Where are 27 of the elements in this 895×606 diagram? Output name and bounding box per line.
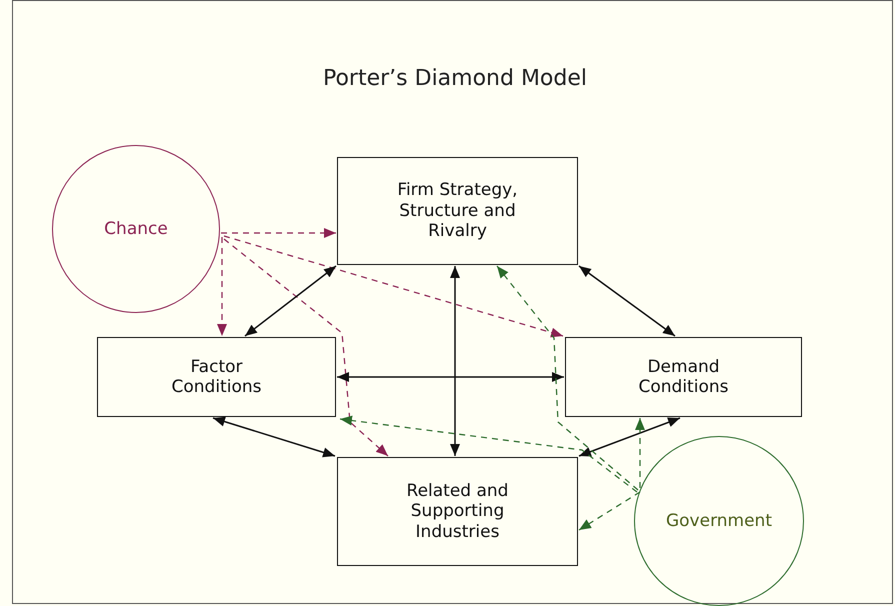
node-label: Related and Supporting Industries (406, 480, 510, 542)
diagram-title: Porter’s Diamond Model (322, 66, 588, 91)
node-label: Factor Conditions (170, 356, 262, 398)
factor-circle (52, 145, 220, 313)
arrow (221, 228, 336, 238)
arrow (578, 492, 640, 530)
node-label: Firm Strategy, Structure and Rivalry (396, 180, 519, 242)
arrow (578, 417, 680, 457)
arrow (212, 416, 336, 458)
node-label: Chance (104, 218, 168, 240)
arrow (224, 238, 388, 456)
arrow (244, 265, 336, 337)
factor-box (565, 337, 802, 417)
factor-box (337, 457, 578, 566)
arrow (496, 266, 638, 490)
arrow (224, 235, 564, 338)
arrow (450, 266, 460, 456)
arrow (337, 372, 564, 382)
factor-circle (634, 436, 804, 606)
arrow (635, 418, 645, 488)
node-label: Demand Conditions (638, 356, 730, 398)
factor-box (97, 337, 336, 417)
factor-box (337, 157, 578, 265)
arrow (340, 416, 638, 492)
node-label: Government (666, 510, 772, 532)
arrow (217, 237, 227, 336)
arrow (578, 265, 676, 337)
